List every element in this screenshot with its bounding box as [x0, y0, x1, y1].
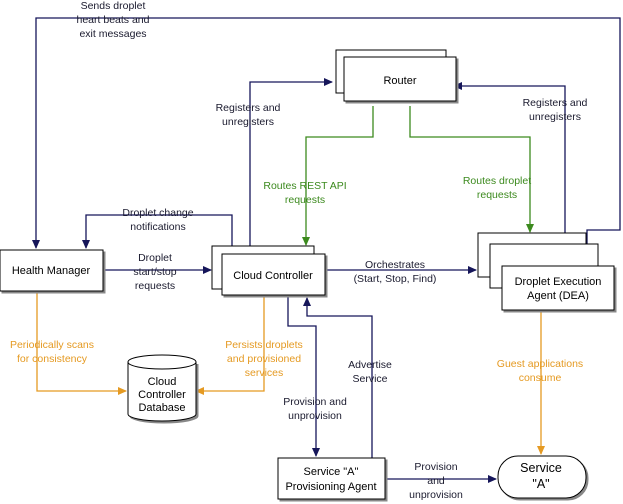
svg-text:requests: requests [285, 194, 325, 206]
svg-text:Routes droplet: Routes droplet [463, 175, 531, 187]
dea-label-line2: Agent (DEA) [527, 290, 589, 302]
health-manager-node: Health Manager [0, 249, 104, 292]
svg-text:Sends droplet: Sends droplet [81, 0, 146, 12]
database-node: Cloud Controller Database [127, 354, 197, 422]
cloud-controller-node: Cloud Controller [211, 245, 326, 296]
svg-text:Persists droplets: Persists droplets [225, 339, 303, 351]
svg-text:requests: requests [135, 280, 175, 292]
routes-droplet-label: Routes droplet requests [463, 175, 531, 201]
service-label-line2: "A" [532, 477, 549, 491]
svg-text:heart beats and: heart beats and [77, 14, 150, 26]
database-label-line1: Cloud [148, 376, 177, 388]
svg-text:Orchestrates: Orchestrates [365, 259, 425, 271]
svg-text:Registers and: Registers and [216, 102, 281, 114]
svg-text:Droplet change: Droplet change [122, 207, 193, 219]
dea-registers-arrow [453, 82, 566, 233]
svg-text:unprovision: unprovision [288, 410, 342, 422]
scans-arrow [36, 292, 127, 395]
router-node: Router [335, 49, 457, 102]
health-manager-label: Health Manager [12, 265, 91, 277]
change-notifications-arrow [82, 214, 233, 249]
svg-text:unregisters: unregisters [222, 116, 274, 128]
svg-text:Registers and: Registers and [523, 97, 588, 109]
svg-text:start/stop: start/stop [133, 266, 176, 278]
router-label: Router [383, 75, 416, 87]
svg-text:(Start, Stop, Find): (Start, Stop, Find) [354, 273, 437, 285]
svg-text:and provisioned: and provisioned [227, 353, 301, 365]
provision-cc-arrow [287, 296, 320, 457]
svg-text:Guest applications: Guest applications [497, 358, 583, 370]
cc-registers-arrow [249, 78, 333, 248]
provision-cc-label: Provision and unprovision [283, 396, 347, 422]
svg-text:and: and [427, 475, 445, 487]
svg-text:exit messages: exit messages [79, 28, 146, 40]
service-label-line1: Service [520, 461, 562, 475]
dea-label-line1: Droplet Execution [515, 276, 602, 288]
database-label-line2: Controller [138, 389, 186, 401]
routes-rest-arrow [302, 106, 374, 246]
advertise-arrow [303, 297, 373, 458]
database-label-line3: Database [138, 402, 185, 414]
service-node: Service "A" [497, 455, 587, 499]
svg-text:requests: requests [477, 189, 517, 201]
svg-text:services: services [245, 367, 284, 379]
svg-text:Provision and: Provision and [283, 396, 347, 408]
provision-svc-label: Provision and unprovision [409, 461, 463, 501]
svg-text:Service: Service [352, 373, 387, 385]
svg-text:Advertise: Advertise [348, 359, 392, 371]
svg-text:Droplet: Droplet [138, 252, 172, 264]
change-notifications-label: Droplet change notifications [122, 207, 193, 233]
orchestrates-label: Orchestrates (Start, Stop, Find) [354, 259, 437, 285]
svg-text:for consistency: for consistency [17, 353, 88, 365]
persists-arrow [195, 296, 265, 395]
provisioning-agent-label-line2: Provisioning Agent [285, 481, 376, 493]
persists-label: Persists droplets and provisioned servic… [225, 339, 303, 379]
dea-node: Droplet Execution Agent (DEA) [477, 232, 615, 311]
guest-apps-label: Guest applications consume [497, 358, 583, 384]
heartbeats-label: Sends droplet heart beats and exit messa… [77, 0, 150, 40]
svg-text:unprovision: unprovision [409, 489, 463, 501]
cloud-controller-label: Cloud Controller [233, 270, 313, 282]
svg-text:notifications: notifications [130, 221, 185, 233]
routes-droplet-arrow [409, 106, 534, 233]
scans-label: Periodically scans for consistency [10, 339, 94, 365]
svg-text:Provision: Provision [414, 461, 457, 473]
routes-rest-label: Routes REST API requests [263, 180, 346, 206]
start-stop-label: Droplet start/stop requests [133, 252, 176, 292]
provisioning-agent-label-line1: Service "A" [304, 466, 359, 478]
svg-text:Routes REST API: Routes REST API [263, 180, 346, 192]
svg-text:Periodically scans: Periodically scans [10, 339, 94, 351]
registers-left-label: Registers and unregisters [216, 102, 281, 128]
provisioning-agent-node: Service "A" Provisioning Agent [277, 457, 386, 500]
svg-text:unregisters: unregisters [529, 111, 581, 123]
svg-text:consume: consume [519, 372, 562, 384]
advertise-label: Advertise Service [348, 359, 392, 385]
heartbeats-arrow [32, 17, 621, 255]
registers-right-label: Registers and unregisters [523, 97, 588, 123]
